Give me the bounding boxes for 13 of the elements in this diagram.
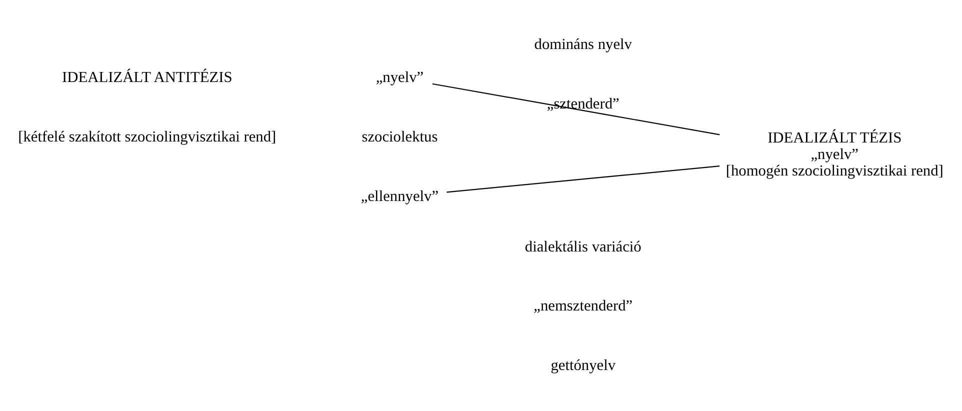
label: dialektális variáció <box>524 238 642 256</box>
label: szociolektus <box>362 128 438 146</box>
label: „sztenderd” <box>546 96 620 113</box>
connector <box>446 165 720 193</box>
label: domináns nyelv <box>534 36 632 54</box>
label: gettónyelv <box>550 356 616 374</box>
node-text: IDEALIZÁLT TÉZIS „nyelv” [homogén szociolingvisztikai rend] <box>726 130 944 180</box>
label: [kétfelé szakított szociolingvisztikai rend] <box>18 128 276 146</box>
label: „nemsztenderd” <box>534 298 633 315</box>
label: IDEALIZÁLT ANTITÉZIS <box>62 69 232 86</box>
node-text: „ellennyelv” <box>360 188 439 205</box>
node-text: „nyelv” <box>376 69 424 86</box>
connector <box>432 83 720 136</box>
